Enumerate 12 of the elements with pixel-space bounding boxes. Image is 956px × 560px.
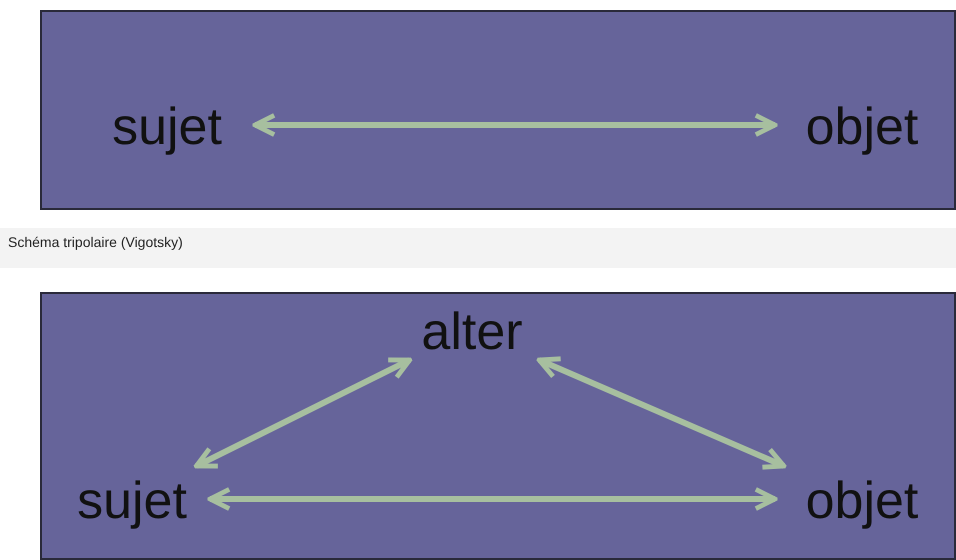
node-label: objet [777,94,947,160]
double-arrow [252,113,778,137]
panel [40,10,956,210]
section-heading: Schéma tripolaire (Vigotsky) [0,228,956,268]
node-label: sujet [77,94,257,160]
double-arrow [208,487,778,511]
double-arrow [536,356,786,470]
double-arrow [194,357,412,469]
node-label: alter [402,302,542,362]
panel [40,292,956,560]
node-label: objet [777,468,947,534]
node-label: sujet [52,468,212,534]
